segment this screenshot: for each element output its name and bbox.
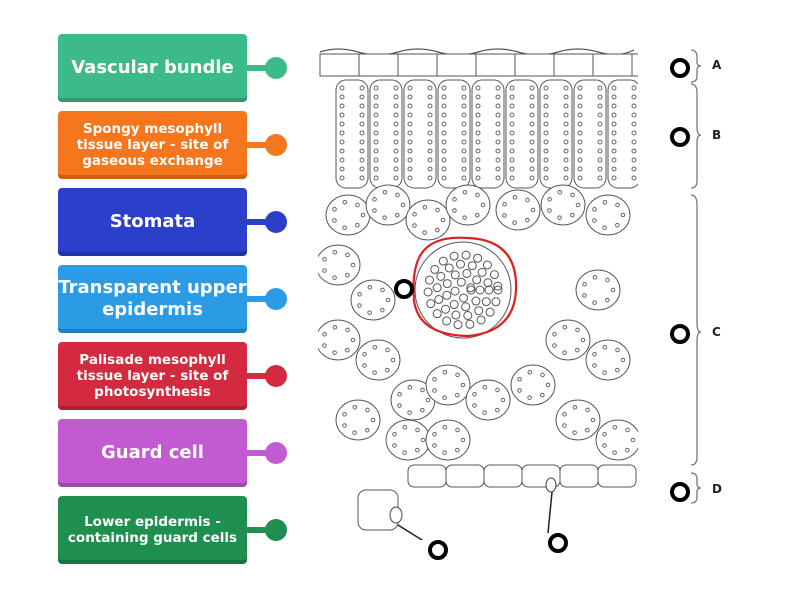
spongy-cell [385, 419, 431, 461]
connector-line [247, 219, 269, 225]
label-card[interactable]: Palisade mesophyll tissue layer - site o… [58, 342, 247, 410]
label-card[interactable]: Vascular bundle [58, 34, 247, 102]
vascular-highlight [412, 236, 518, 338]
spongy-cell [355, 339, 401, 381]
leaf-cross-section-diagram [318, 48, 638, 540]
upper-epidermis-cell [592, 53, 633, 77]
connector-dot[interactable] [265, 57, 287, 79]
spongy-cell [595, 419, 638, 461]
label-card[interactable]: Transparent upper epidermis [58, 265, 247, 333]
spongy-cell [318, 319, 361, 361]
upper-epidermis-cell [514, 53, 555, 77]
connector-dot[interactable] [265, 365, 287, 387]
connector-line [247, 296, 269, 302]
spongy-cell [405, 199, 451, 241]
connector-dot[interactable] [265, 288, 287, 310]
connector-line [247, 527, 269, 533]
connector-line [247, 373, 269, 379]
spongy-cell [335, 399, 381, 441]
connector-line [247, 450, 269, 456]
spongy-cell [585, 194, 631, 236]
upper-epidermis-cell [631, 53, 638, 77]
drop-zone-c[interactable] [670, 324, 690, 344]
spongy-cell [365, 184, 411, 226]
upper-epidermis-cell [553, 53, 594, 77]
connector-dot[interactable] [265, 134, 287, 156]
connector-line [247, 65, 269, 71]
lower-epidermis-cell [483, 464, 523, 488]
drop-zone-a[interactable] [670, 58, 690, 78]
guard-cell [545, 477, 557, 493]
spongy-cell [465, 379, 511, 421]
region-label-c: C [712, 325, 721, 339]
label-card[interactable]: Spongy mesophyll tissue layer - site of … [58, 111, 247, 179]
spongy-cell [325, 194, 371, 236]
drop-zone-vascular[interactable] [394, 279, 414, 299]
label-card[interactable]: Stomata [58, 188, 247, 256]
lower-epidermis-cell [597, 464, 637, 488]
lower-epidermis-cell [445, 464, 485, 488]
spongy-cell [510, 364, 556, 406]
spongy-cell [585, 339, 631, 381]
upper-epidermis-cell [475, 53, 516, 77]
spongy-cell [350, 279, 396, 321]
spongy-cell [575, 269, 621, 311]
spongy-cell [318, 244, 361, 286]
upper-epidermis-cell [358, 53, 399, 77]
spongy-cell [540, 184, 586, 226]
vascular-bundle [414, 241, 512, 339]
lower-epidermis-cell [407, 464, 447, 488]
spongy-cell [545, 319, 591, 361]
drop-zone-bottom-right[interactable] [548, 533, 568, 553]
spongy-cell [555, 399, 601, 441]
connector-dot[interactable] [265, 519, 287, 541]
spongy-cell [495, 189, 541, 231]
region-braces [690, 49, 702, 504]
connector-line [247, 142, 269, 148]
upper-epidermis-cell [319, 53, 360, 77]
drop-zone-b[interactable] [670, 127, 690, 147]
spongy-cell [445, 184, 491, 226]
spongy-cell [425, 419, 471, 461]
guard-cell [389, 506, 403, 524]
connector-dot[interactable] [265, 442, 287, 464]
label-card[interactable]: Guard cell [58, 419, 247, 487]
upper-epidermis-cell [397, 53, 438, 77]
spongy-cell [425, 364, 471, 406]
drop-zone-bottom-left[interactable] [428, 540, 448, 560]
region-label-a: A [712, 58, 722, 72]
pointer-line [547, 491, 553, 534]
upper-epidermis-cell [436, 53, 477, 77]
label-card[interactable]: Lower epidermis - containing guard cells [58, 496, 247, 564]
region-label-d: D [712, 482, 722, 496]
lower-epidermis-cell [559, 464, 599, 488]
region-label-b: B [712, 128, 722, 142]
connector-dot[interactable] [265, 211, 287, 233]
pointer-line [397, 524, 424, 540]
drop-zone-d[interactable] [670, 482, 690, 502]
